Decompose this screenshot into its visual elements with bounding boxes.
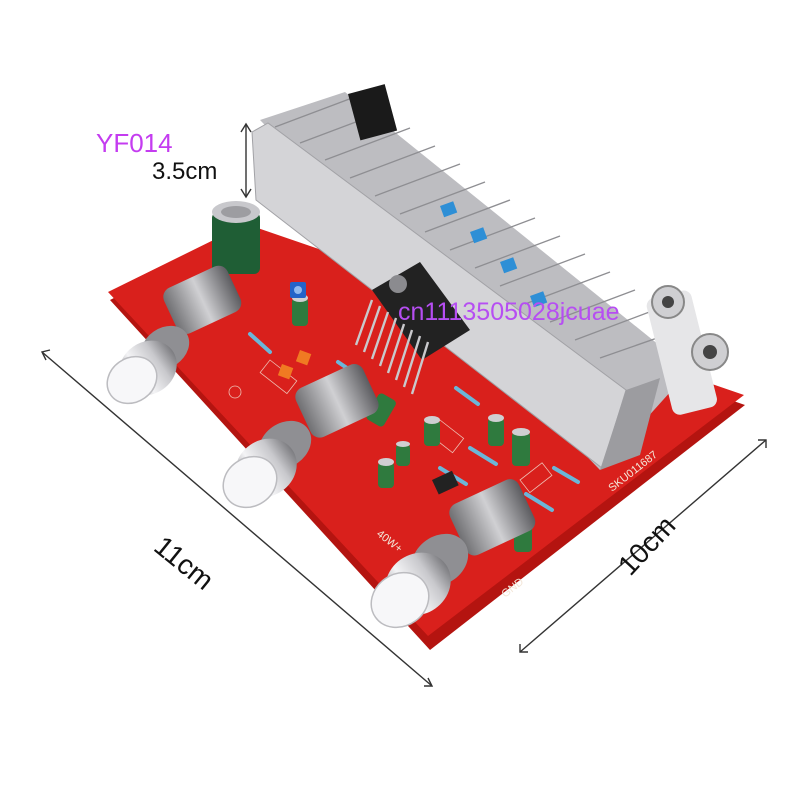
power-jack [348,84,398,141]
transistor [432,470,459,495]
dimension-lines [40,122,767,687]
height-dimension-label: 3.5cm [152,158,218,185]
amplifier-chip [354,262,470,395]
knob-left [106,265,242,405]
seller-watermark: cn1113505028jcuae [398,298,620,326]
electrolytic-capacitor [212,201,260,274]
resistors [248,332,580,512]
film-capacitors [440,201,548,308]
trimmer [290,282,306,298]
knob-right [370,479,536,629]
model-label: YF014 [96,128,173,158]
knob-middle [222,364,379,509]
rca-input-jacks [646,285,729,415]
orange-components [277,350,312,380]
